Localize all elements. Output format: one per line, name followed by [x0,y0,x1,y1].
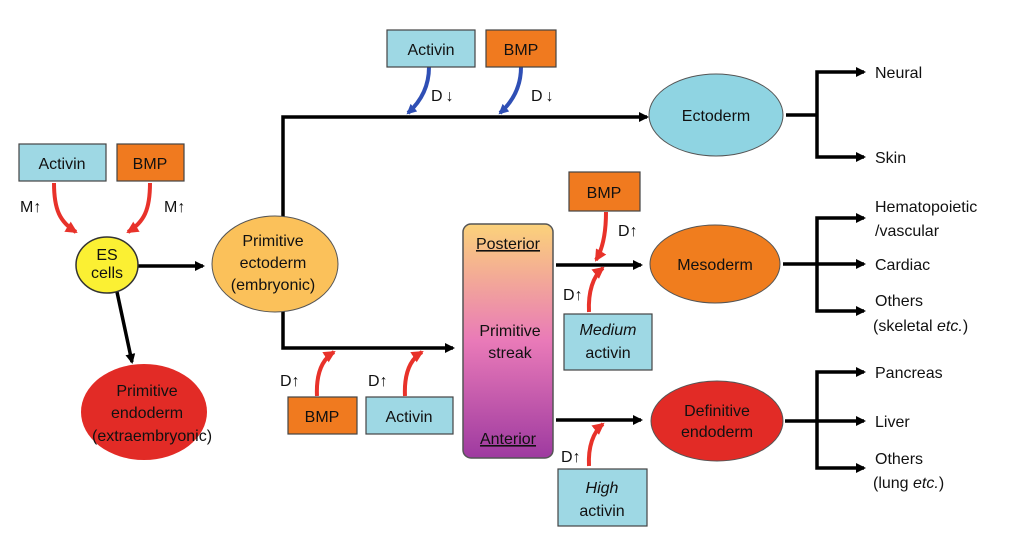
mesoderm-label: Mesoderm [677,257,753,274]
streak-activin-box: Activin [365,396,454,435]
ectoderm-label: Ectoderm [682,108,750,125]
outcome-endo-others-line2: (lung etc.) [873,475,944,492]
primitive-streak-node: Posterior Primitive streak Anterior [462,223,554,459]
primitive-ectoderm-line3: (embryonic) [231,277,315,294]
primitive-endoderm-line1: Primitive [116,383,177,400]
top-bmp-label: BMP [504,42,539,59]
high-activin-box: High activin [557,468,648,527]
es-activin-effect: M↑ [20,199,41,216]
es-label-line1: ES [96,247,117,264]
outcome-cardiac: Cardiac [875,257,930,274]
medium-activin-line1: Medium [580,322,637,339]
high-activin-line2: activin [579,503,624,520]
streak-activin-effect: D↑ [368,373,388,390]
outcome-hematopoietic-line1: Hematopoietic [875,199,977,216]
medium-activin-box: Medium activin [563,313,653,371]
primitive-endoderm-node: Primitive endoderm (extraembryonic) [81,364,212,460]
definitive-endoderm-line2: endoderm [681,424,753,441]
es-bmp-label: BMP [133,156,168,173]
outcome-meso-others-line1: Others [875,293,923,310]
top-activin-label: Activin [407,42,454,59]
es-bmp-box: BMP [116,143,185,182]
arrow-es-to-primitive-endoderm [115,291,136,364]
outcome-liver: Liver [875,414,910,431]
arrow-to-ectoderm [281,112,649,224]
es-activin-arrow [52,182,78,234]
es-activin-box: Activin [18,143,107,182]
ectoderm-node: Ectoderm [648,73,784,157]
streak-posterior-label: Posterior [476,236,541,253]
top-bmp-effect: D↓ [531,88,554,105]
mesoderm-node: Mesoderm [649,224,781,304]
streak-bmp-effect: D↑ [280,373,300,390]
meso-bmp-box: BMP [568,171,641,212]
primitive-ectoderm-node: Primitive ectoderm (embryonic) [211,215,339,313]
definitive-endoderm-node: Definitive endoderm [650,380,784,462]
outcome-endo-others-line1: Others [875,451,923,468]
streak-bmp-label: BMP [305,409,340,426]
signal-arrows [52,66,608,467]
es-activin-label: Activin [38,156,85,173]
streak-label-line2: streak [488,345,533,362]
high-activin-line1: High [586,480,619,497]
outcome-pancreas: Pancreas [875,365,943,382]
medium-activin-effect: D↑ [563,287,583,304]
es-label-line2: cells [91,265,123,282]
top-bmp-arrow [498,66,523,115]
streak-bmp-box: BMP [287,396,358,435]
es-bmp-arrow [126,182,152,234]
streak-anterior-label: Anterior [480,431,537,448]
primitive-endoderm-line3: (extraembryonic) [92,428,212,445]
streak-bmp-arrow [314,350,336,397]
meso-bmp-arrow [594,211,608,262]
meso-bmp-label: BMP [587,185,622,202]
top-bmp-box: BMP [485,29,557,68]
outcome-labels: Neural Skin Hematopoietic /vascular Card… [873,65,977,492]
top-activin-arrow [406,66,431,115]
effect-labels: M↑ M↑ D↓ D↓ D↑ D↑ D↑ D↑ D↑ [20,88,638,466]
streak-label-line1: Primitive [479,323,540,340]
medium-activin-line2: activin [585,345,630,362]
outcome-skin: Skin [875,150,906,167]
es-cells-node: ES cells [75,236,139,294]
primitive-endoderm-line2: endoderm [111,405,183,422]
high-activin-arrow [586,422,605,467]
streak-activin-label: Activin [385,409,432,426]
es-bmp-effect: M↑ [164,199,185,216]
top-activin-effect: D↓ [431,88,454,105]
medium-activin-arrow [586,266,605,313]
arrow-to-streak [281,308,455,353]
streak-activin-arrow [402,350,424,397]
flow-arrows [115,67,866,473]
primitive-ectoderm-line2: ectoderm [240,255,307,272]
primitive-ectoderm-line1: Primitive [242,233,303,250]
outcome-neural: Neural [875,65,922,82]
outcome-meso-others-line2: (skeletal etc.) [873,318,968,335]
meso-bmp-effect: D↑ [618,223,638,240]
top-activin-box: Activin [386,29,476,68]
outcome-hematopoietic-line2: /vascular [875,223,940,240]
definitive-endoderm-line1: Definitive [684,403,750,420]
high-activin-effect: D↑ [561,449,581,466]
